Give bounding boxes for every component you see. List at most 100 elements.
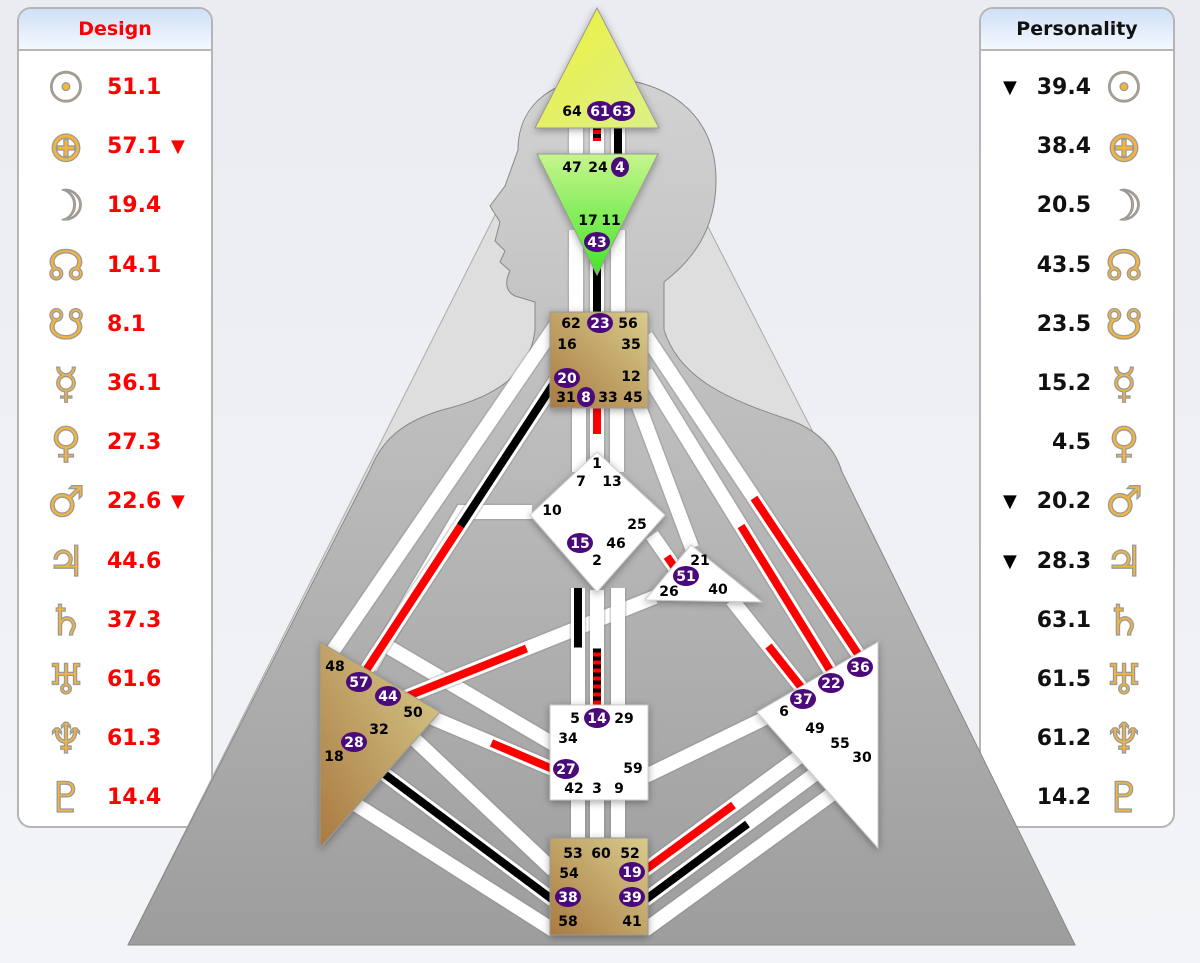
gate-45[interactable]: 45 xyxy=(623,390,642,406)
gate-37[interactable]: 37 xyxy=(790,689,816,709)
gate-41[interactable]: 41 xyxy=(622,914,641,930)
gate-number: 32 xyxy=(369,722,388,738)
gate-number: 55 xyxy=(830,736,849,752)
gate-13[interactable]: 13 xyxy=(602,474,621,490)
gate-30[interactable]: 30 xyxy=(852,750,872,766)
gate-line-value: 61.5 xyxy=(1036,667,1091,692)
gate-55[interactable]: 55 xyxy=(830,736,849,752)
gate-8[interactable]: 8 xyxy=(577,387,595,407)
planet-row: ♂20.2▼ xyxy=(981,475,1173,531)
gate-14[interactable]: 14 xyxy=(584,708,610,728)
head-center xyxy=(534,6,660,129)
gate-21[interactable]: 21 xyxy=(690,553,709,569)
gate-36[interactable]: 36 xyxy=(847,657,873,677)
gate-line-value: 28.3 xyxy=(1036,548,1091,574)
gate-52[interactable]: 52 xyxy=(620,846,639,862)
gate-11[interactable]: 11 xyxy=(601,213,620,229)
gate-39[interactable]: 39 xyxy=(619,887,645,907)
gate-2[interactable]: 2 xyxy=(592,553,602,569)
gate-49[interactable]: 49 xyxy=(805,721,824,737)
jupiter-icon: ♃ xyxy=(47,536,86,586)
gate-64[interactable]: 64 xyxy=(562,104,582,120)
gate-57[interactable]: 57 xyxy=(346,672,372,692)
gate-22[interactable]: 22 xyxy=(818,673,844,693)
gate-53[interactable]: 53 xyxy=(563,846,582,862)
gate-48[interactable]: 48 xyxy=(325,659,344,675)
gate-29[interactable]: 29 xyxy=(614,711,633,727)
gate-number: 49 xyxy=(805,721,824,737)
active-gate-marker xyxy=(609,101,635,121)
gate-50[interactable]: 50 xyxy=(403,705,423,721)
gate-32[interactable]: 32 xyxy=(369,722,388,738)
gate-46[interactable]: 46 xyxy=(606,536,625,552)
gate-43[interactable]: 43 xyxy=(584,232,610,252)
gate-10[interactable]: 10 xyxy=(542,503,562,519)
gate-47[interactable]: 47 xyxy=(562,160,581,176)
gate-24[interactable]: 24 xyxy=(588,160,608,176)
gate-23[interactable]: 23 xyxy=(587,313,613,333)
gate-40[interactable]: 40 xyxy=(708,582,728,598)
gate-26[interactable]: 26 xyxy=(659,584,678,600)
channel-48-16 xyxy=(322,320,564,660)
gate-4[interactable]: 4 xyxy=(611,157,629,177)
gate-27[interactable]: 27 xyxy=(553,759,579,779)
gate-35[interactable]: 35 xyxy=(621,337,640,353)
gate-line-value: 38.4 xyxy=(1036,134,1091,160)
gate-line-value: 14.1 xyxy=(107,252,162,278)
gate-19[interactable]: 19 xyxy=(619,862,645,882)
gate-51[interactable]: 51 xyxy=(673,566,699,586)
gate-17[interactable]: 17 xyxy=(578,213,597,229)
gate-7[interactable]: 7 xyxy=(576,474,586,490)
mercury-icon: ☿ xyxy=(52,358,79,408)
gate-54[interactable]: 54 xyxy=(559,866,579,882)
gate-34[interactable]: 34 xyxy=(558,731,578,747)
channel-35-36 xyxy=(638,331,870,665)
gate-line-value: 22.6 xyxy=(107,489,162,515)
gate-1[interactable]: 1 xyxy=(592,456,602,472)
gate-number: 36 xyxy=(850,660,869,676)
gate-42[interactable]: 42 xyxy=(564,781,583,797)
gate-line-value: 14.2 xyxy=(1036,785,1091,811)
active-gate-marker xyxy=(847,657,873,677)
gate-number: 60 xyxy=(591,846,611,862)
gate-6[interactable]: 6 xyxy=(779,704,789,720)
neptune-icon: ♆ xyxy=(1105,714,1144,764)
gate-9[interactable]: 9 xyxy=(614,781,624,797)
gate-60[interactable]: 60 xyxy=(591,846,611,862)
gate-3[interactable]: 3 xyxy=(592,781,602,797)
planet-row: ☋23.5 xyxy=(981,298,1173,354)
gate-20[interactable]: 20 xyxy=(554,368,580,388)
gate-line-value: 15.2 xyxy=(1036,371,1091,396)
active-gate-marker xyxy=(611,157,629,177)
gate-25[interactable]: 25 xyxy=(627,517,646,533)
ajna-center xyxy=(536,153,659,277)
gate-5[interactable]: 5 xyxy=(570,711,580,727)
gate-number: 34 xyxy=(558,731,578,747)
gate-62[interactable]: 62 xyxy=(561,316,580,332)
mars-icon: ♂ xyxy=(47,477,86,527)
gate-61[interactable]: 61 xyxy=(587,101,613,121)
active-gate-marker xyxy=(587,313,613,333)
gate-59[interactable]: 59 xyxy=(623,761,642,777)
gate-63[interactable]: 63 xyxy=(609,101,635,121)
gate-number: 9 xyxy=(614,781,624,797)
heart-center xyxy=(643,544,764,603)
gate-15[interactable]: 15 xyxy=(567,533,593,553)
gate-number: 43 xyxy=(587,235,606,251)
gate-16[interactable]: 16 xyxy=(557,337,576,353)
gate-28[interactable]: 28 xyxy=(341,732,367,752)
venus-icon: ♀ xyxy=(50,418,82,468)
gate-58[interactable]: 58 xyxy=(558,914,577,930)
gate-44[interactable]: 44 xyxy=(375,686,401,706)
gate-number: 40 xyxy=(708,582,728,598)
gate-12[interactable]: 12 xyxy=(621,369,640,385)
gate-33[interactable]: 33 xyxy=(598,390,617,406)
gate-number: 19 xyxy=(622,865,641,881)
gate-18[interactable]: 18 xyxy=(324,749,343,765)
planet-row: ☽20.5 xyxy=(981,179,1173,235)
gate-38[interactable]: 38 xyxy=(555,887,581,907)
gate-line-value: 57.1 xyxy=(107,134,162,160)
gate-31[interactable]: 31 xyxy=(556,390,575,406)
gate-number: 48 xyxy=(325,659,344,675)
gate-56[interactable]: 56 xyxy=(618,316,637,332)
